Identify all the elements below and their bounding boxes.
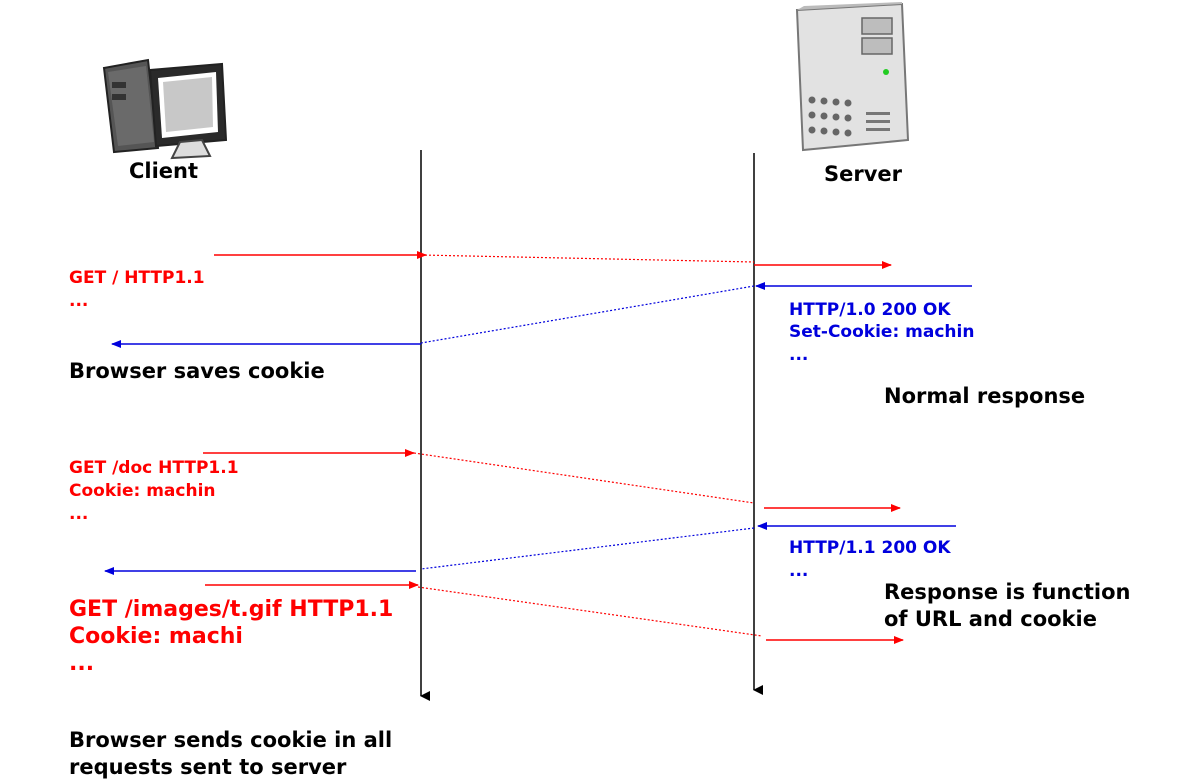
request-2-line-1: GET /doc HTTP1.1 xyxy=(69,458,239,478)
client-label: Client xyxy=(129,159,199,183)
request-3-line-1: GET /images/t.gif HTTP1.1 xyxy=(69,597,394,622)
request-3-transit xyxy=(417,586,763,637)
server-label: Server xyxy=(824,162,903,186)
request-2-transit xyxy=(413,452,755,504)
response-1-transit xyxy=(420,285,755,344)
request-3-line-3: ... xyxy=(69,651,95,676)
request-3-line-2: Cookie: machi xyxy=(69,624,243,649)
desktop-computer-icon xyxy=(102,58,228,160)
response-2-line-1: HTTP/1.1 200 OK xyxy=(789,538,951,558)
note-response-function-line-1: Response is function xyxy=(884,580,1131,604)
request-2-line-3: ... xyxy=(69,504,89,524)
request-1-line-1: GET / HTTP1.1 xyxy=(69,268,205,288)
server-tower-icon xyxy=(795,2,910,152)
note-browser-saves: Browser saves cookie xyxy=(69,359,325,383)
response-2-transit xyxy=(420,527,755,570)
request-1-transit xyxy=(420,254,755,263)
response-2-line-2: ... xyxy=(789,561,809,581)
note-normal-response: Normal response xyxy=(884,384,1086,408)
request-2-line-2: Cookie: machin xyxy=(69,481,216,501)
request-1-line-2: ... xyxy=(69,291,89,311)
response-1-line-2: Set-Cookie: machin xyxy=(789,322,975,342)
response-1-line-3: ... xyxy=(789,345,809,365)
response-1-line-1: HTTP/1.0 200 OK xyxy=(789,300,951,320)
note-browser-sends-line-1: Browser sends cookie in all xyxy=(69,728,393,752)
note-response-function-line-2: of URL and cookie xyxy=(884,607,1097,631)
note-browser-sends-line-2: requests sent to server xyxy=(69,755,347,779)
